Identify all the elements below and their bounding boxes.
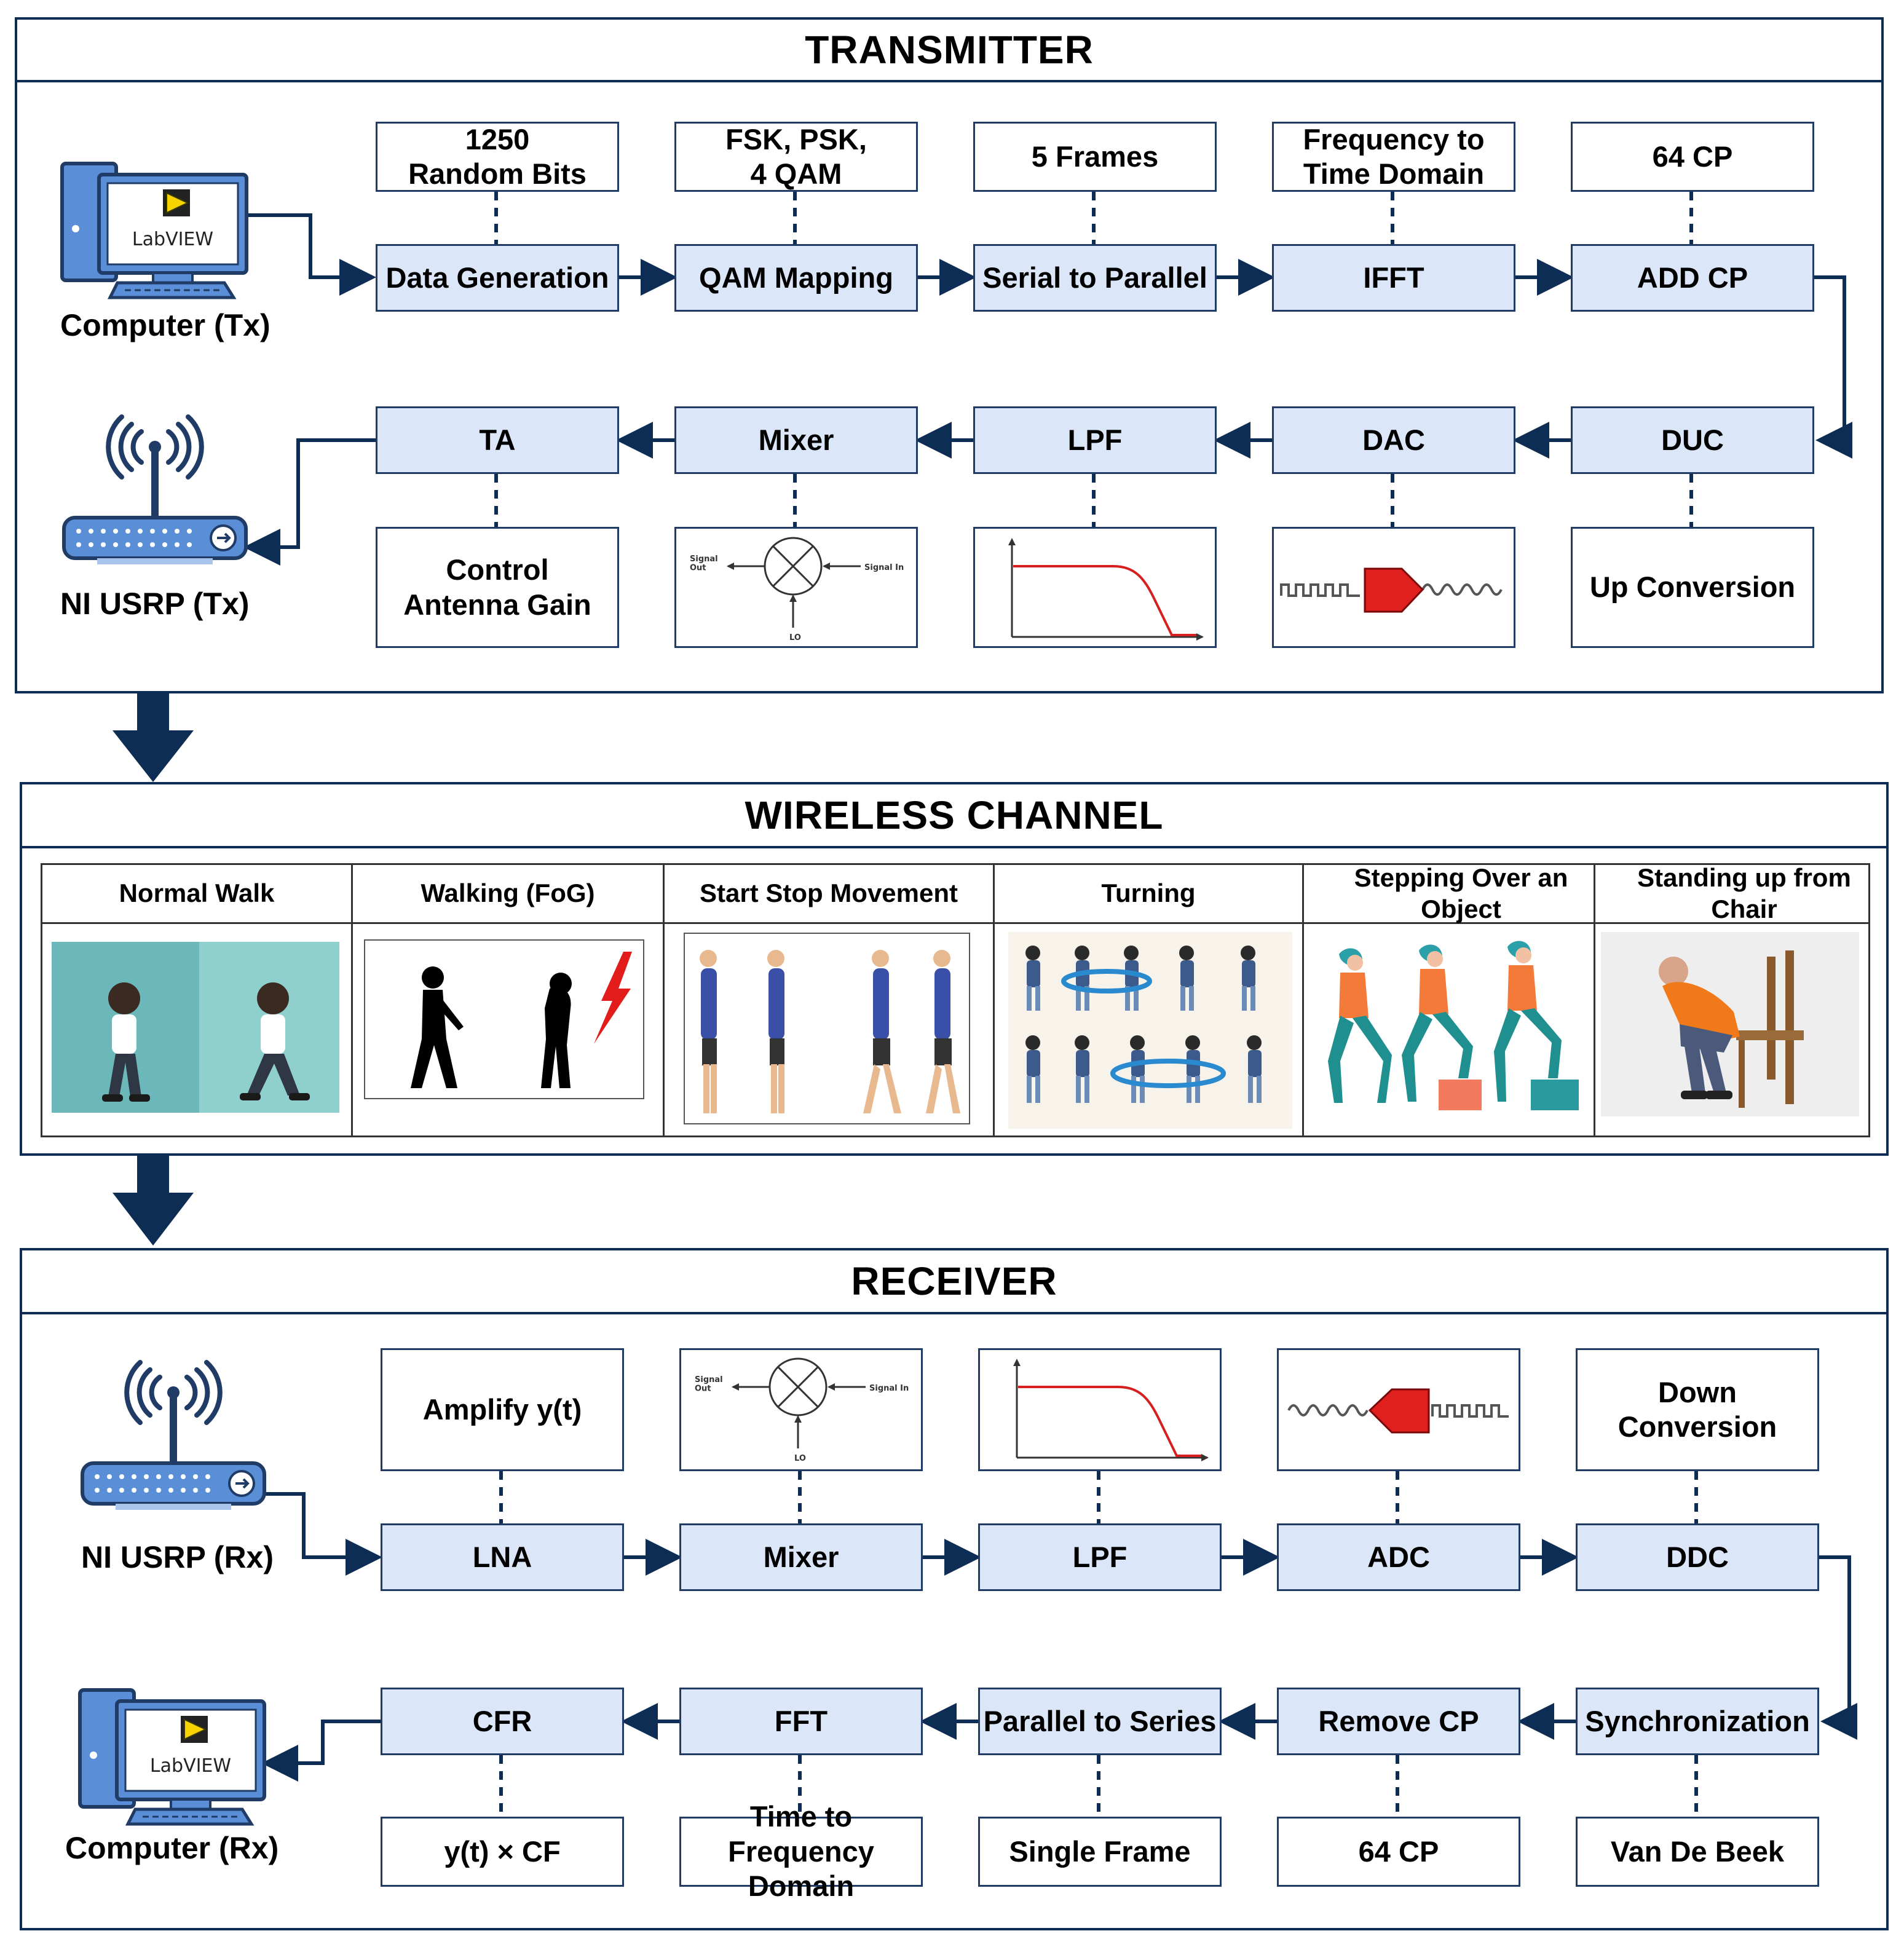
usrp-rx-label: NI USRP (Rx) xyxy=(81,1540,274,1574)
start-stop-image xyxy=(684,933,970,1124)
rx-note-remove-cp: 64 CP xyxy=(1277,1817,1520,1887)
rx-block-remove-cp: Remove CP xyxy=(1277,1688,1520,1755)
tx-block-lpf: LPF xyxy=(973,406,1217,474)
lowpass-filter-icon xyxy=(1013,1359,1209,1461)
activity-table xyxy=(41,863,1870,1137)
lowpass-filter-icon xyxy=(1008,537,1204,641)
tx-block-serial-to-parallel: Serial to Parallel xyxy=(973,244,1217,312)
tx-arrow-wrap xyxy=(1812,275,1852,459)
activity-header-divider xyxy=(41,922,1870,924)
rx-note-cfr: y(t) × CF xyxy=(381,1817,624,1887)
activity-header-start-stop: Start Stop Movement xyxy=(699,879,958,908)
usrp-tx-icon xyxy=(60,413,251,579)
standing-up-image xyxy=(1601,932,1859,1116)
rx-block-ddc: DDC xyxy=(1576,1523,1819,1591)
tx-block-add-cp: ADD CP xyxy=(1571,244,1814,312)
rx-note-parallel-to-series: Single Frame xyxy=(978,1817,1222,1887)
tx-note-5: 64 CP xyxy=(1571,122,1814,192)
activity-header-standing: Standing up from Chair xyxy=(1637,863,1851,923)
rx-block-fft: FFT xyxy=(679,1688,923,1755)
rx-note-adc xyxy=(1277,1348,1520,1471)
transmitter-section: TRANSMITTER xyxy=(15,17,1884,693)
receiver-title: RECEIVER xyxy=(22,1250,1886,1314)
adc-converter-icon xyxy=(1287,1388,1509,1434)
computer-tx-icon: LabVIEW xyxy=(58,161,255,302)
flow-arrow-tx-to-channel xyxy=(113,693,194,782)
labview-text: LabVIEW xyxy=(150,1755,231,1777)
tx-block-mixer: Mixer xyxy=(674,406,918,474)
activity-header-normal-walk: Normal Walk xyxy=(119,879,275,908)
tx-block-duc: DUC xyxy=(1571,406,1814,474)
channel-title: WIRELESS CHANNEL xyxy=(22,784,1886,848)
rx-note-synchronization: Van De Beek xyxy=(1576,1817,1819,1887)
rx-block-lpf: LPF xyxy=(978,1523,1222,1591)
tx-block-ta: TA xyxy=(376,406,619,474)
normal-walk-image xyxy=(52,942,339,1113)
tx-note-1: 1250 Random Bits xyxy=(376,122,619,192)
rx-note-fft: Time to Frequency Domain xyxy=(679,1800,923,1902)
walking-fog-image xyxy=(364,939,644,1099)
rx-block-synchronization: Synchronization xyxy=(1576,1688,1819,1755)
rx-arrow-usrp-to-lna xyxy=(264,1492,382,1576)
transmitter-title: TRANSMITTER xyxy=(17,20,1881,82)
activity-header-stepping: Stepping Over an Object xyxy=(1354,863,1568,923)
rx-note-lpf xyxy=(978,1348,1222,1471)
svg-text:Signal In: Signal In xyxy=(864,563,904,572)
computer-rx-label: Computer (Rx) xyxy=(65,1831,279,1865)
turning-image xyxy=(1008,932,1292,1129)
rx-block-parallel-to-series: Parallel to Series xyxy=(978,1688,1222,1755)
tx-arrow-ta-to-usrp xyxy=(243,438,376,566)
rx-arrow-wrap xyxy=(1817,1555,1857,1740)
tx-block-data-generation: Data Generation xyxy=(376,244,619,312)
tx-note-lpf xyxy=(973,527,1217,648)
rx-block-cfr: CFR xyxy=(381,1688,624,1755)
rx-note-lna: Amplify y(t) xyxy=(381,1348,624,1471)
stepping-over-image xyxy=(1316,932,1584,1116)
tx-block-dac: DAC xyxy=(1272,406,1515,474)
rx-arrow-cfr-to-computer xyxy=(261,1720,381,1782)
computer-rx-icon: LabVIEW xyxy=(76,1688,273,1829)
rx-block-mixer: Mixer xyxy=(679,1523,923,1591)
tx-block-ifft: IFFT xyxy=(1272,244,1515,312)
tx-note-4: Frequency to Time Domain xyxy=(1272,122,1515,192)
svg-text:LO: LO xyxy=(794,1454,806,1463)
flow-arrow-channel-to-rx xyxy=(113,1156,194,1246)
activity-header-walking-fog: Walking (FoG) xyxy=(421,879,595,908)
usrp-tx-label: NI USRP (Tx) xyxy=(60,586,250,621)
labview-text: LabVIEW xyxy=(132,229,213,250)
tx-note-duc: Up Conversion xyxy=(1571,527,1814,648)
rx-block-lna: LNA xyxy=(381,1523,624,1591)
rx-dotted-bottom xyxy=(499,1755,1698,1817)
usrp-rx-icon xyxy=(79,1359,269,1525)
svg-text:LO: LO xyxy=(789,633,801,642)
tx-note-ta: Control Antenna Gain xyxy=(376,527,619,648)
tx-arrow-computer-to-datagen xyxy=(247,213,376,296)
rx-note-ddc: Down Conversion xyxy=(1576,1348,1819,1471)
tx-note-3: 5 Frames xyxy=(973,122,1217,192)
tx-note-dac xyxy=(1272,527,1515,648)
tx-block-qam-mapping: QAM Mapping xyxy=(674,244,918,312)
svg-text:Signal In: Signal In xyxy=(869,1384,909,1393)
rx-block-adc: ADC xyxy=(1277,1523,1520,1591)
tx-note-2: FSK, PSK, 4 QAM xyxy=(674,122,918,192)
receiver-section: RECEIVER xyxy=(20,1248,1889,1930)
dac-converter-icon xyxy=(1280,567,1503,612)
computer-tx-label: Computer (Tx) xyxy=(60,308,271,342)
channel-section: WIRELESS CHANNEL xyxy=(20,782,1889,1156)
activity-header-turning: Turning xyxy=(1101,879,1196,908)
